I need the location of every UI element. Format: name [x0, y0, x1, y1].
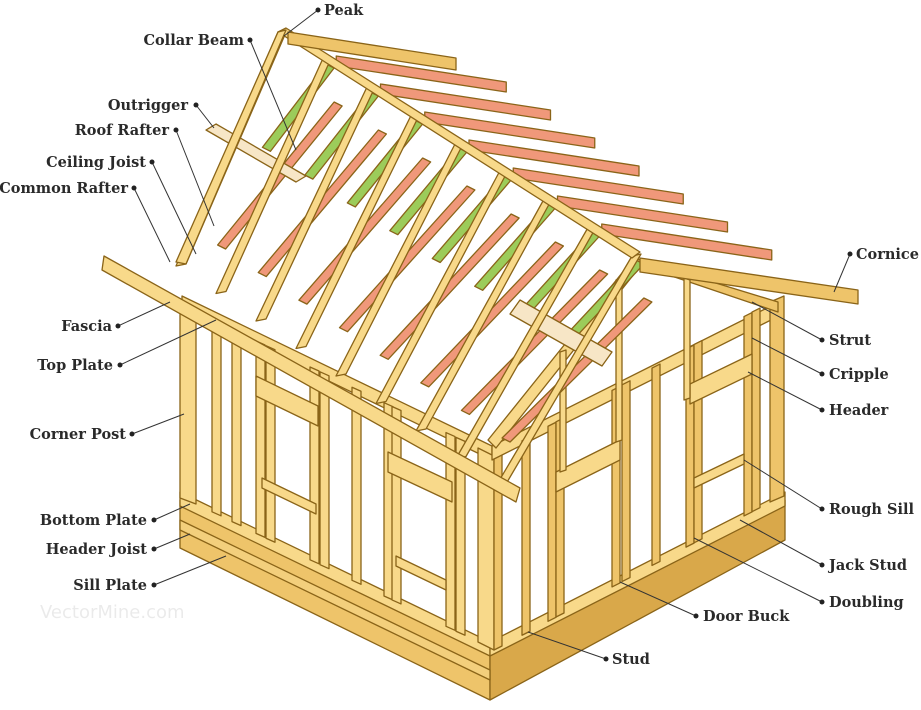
window3-sill	[693, 453, 745, 489]
label-stud: Stud	[612, 651, 650, 668]
window1-header	[255, 375, 319, 427]
label-jack-stud: Jack Stud	[827, 557, 907, 574]
roof-rafter	[460, 269, 609, 416]
label-header-joist: Header Joist	[46, 541, 148, 558]
collar-beam-2	[509, 299, 613, 367]
watermark-text: VectorMine.com	[40, 602, 185, 623]
label-doubling: Doubling	[829, 594, 904, 611]
watermark: VectorMine.com	[40, 602, 185, 623]
left-wall-stud	[265, 345, 276, 543]
label-corner-post: Corner Post	[30, 426, 127, 443]
window2-sill	[395, 555, 447, 591]
label-bottom-plate: Bottom Plate	[40, 512, 147, 529]
left-wall-stud	[211, 319, 222, 517]
label-rough-sill: Rough Sill	[829, 501, 914, 518]
bottom-plate-strip-right	[489, 491, 786, 657]
label-outrigger: Outrigger	[108, 97, 189, 114]
header-joist-line	[179, 519, 491, 681]
label-sill-plate: Sill Plate	[73, 577, 147, 594]
roof-rafter	[501, 297, 653, 443]
roof-rafter	[338, 185, 476, 333]
label-door-buck: Door Buck	[703, 608, 790, 625]
right-wall-stud	[621, 380, 631, 583]
window1-sill	[261, 477, 317, 515]
roof-rafter	[379, 213, 520, 360]
label-peak: Peak	[324, 2, 364, 19]
label-top-plate: Top Plate	[37, 357, 113, 374]
back-rafter	[379, 83, 552, 121]
labels: Peak Collar Beam Outrigger Roof Rafter C…	[0, 2, 919, 668]
fascia	[101, 255, 521, 503]
ridge-board	[277, 27, 641, 259]
left-wall-stud	[455, 436, 466, 636]
label-strut: Strut	[829, 332, 871, 349]
right-wall-stud	[547, 421, 557, 622]
cornice-board	[639, 257, 859, 305]
label-header: Header	[829, 402, 889, 419]
corner-post-right	[769, 295, 785, 503]
label-common-rafter: Common Rafter	[0, 180, 128, 197]
roof-rafter	[420, 241, 565, 388]
right-wall-stud	[693, 339, 703, 544]
roof	[101, 27, 859, 503]
right-wall-stud	[651, 363, 661, 567]
ceiling-joist	[261, 63, 335, 152]
label-ceiling-joist: Ceiling Joist	[46, 154, 146, 171]
label-roof-rafter: Roof Rafter	[75, 122, 170, 139]
left-wall-stud	[231, 328, 242, 527]
left-wall-stud	[309, 366, 320, 565]
left-wall-stud	[319, 371, 330, 570]
gable-strut-3	[683, 277, 691, 401]
sill-plate-right	[489, 499, 786, 701]
label-cornice: Cornice	[856, 246, 919, 263]
right-wall-stud	[521, 436, 531, 636]
door-header	[555, 439, 621, 493]
back-eave	[287, 31, 457, 71]
gable-strut-2	[615, 277, 623, 443]
label-collar-beam: Collar Beam	[143, 32, 244, 49]
roof-rafter	[257, 129, 388, 278]
roof-rafter	[216, 101, 343, 250]
label-fascia: Fascia	[61, 318, 112, 335]
bottom-plate-strip-left	[179, 491, 491, 657]
left-wall-stud	[255, 340, 266, 539]
right-wall-stud	[751, 307, 761, 513]
window2-header	[387, 451, 453, 503]
right-wall-stud	[743, 311, 753, 517]
roof-rafter	[298, 157, 432, 305]
outrigger-left-slope	[175, 29, 287, 265]
left-wall-stud	[351, 386, 362, 585]
label-cripple: Cripple	[829, 366, 889, 383]
